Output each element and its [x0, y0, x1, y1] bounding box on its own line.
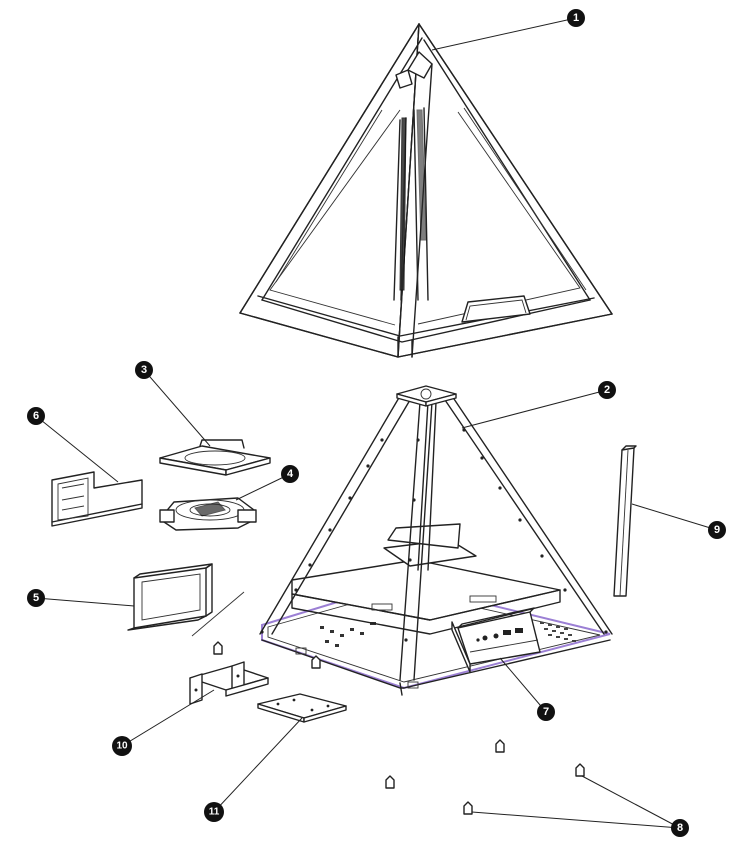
io-panel [451, 607, 541, 673]
drive-cage [189, 661, 269, 705]
callout-number: 2 [604, 384, 610, 396]
callout-8: 8 [671, 819, 689, 837]
callout-10: 10 [112, 736, 132, 756]
callout-number: 8 [677, 822, 683, 834]
callout-badge [27, 589, 45, 607]
callout-badge [537, 703, 555, 721]
callout-number: 6 [33, 410, 39, 422]
callout-number: 11 [209, 807, 220, 818]
callout-6: 6 [27, 407, 45, 425]
guide-line [191, 591, 245, 637]
callout-number: 1 [573, 12, 579, 24]
callout-number: 10 [116, 741, 128, 752]
callout-badge [112, 736, 132, 756]
callout-badge [567, 9, 585, 27]
callout-3: 3 [135, 361, 153, 379]
callout-number: 9 [714, 524, 720, 536]
pyramid-frame [259, 385, 613, 696]
callout-badge [27, 407, 45, 425]
callout-1: 1 [567, 9, 585, 27]
callout-number: 3 [141, 364, 147, 376]
callout-badge [135, 361, 153, 379]
callout-badge [598, 381, 616, 399]
callout-2: 2 [598, 381, 616, 399]
fan-bracket [159, 439, 271, 476]
callout-5: 5 [27, 589, 45, 607]
callout-4: 4 [281, 465, 299, 483]
mounting-bracket [127, 563, 213, 631]
callout-11: 11 [204, 802, 224, 822]
callout-badge [708, 521, 726, 539]
drive-tray [257, 693, 347, 723]
callout-badge [671, 819, 689, 837]
callout-number: 7 [543, 706, 549, 718]
callout-number: 5 [33, 592, 39, 604]
callout-badge [281, 465, 299, 483]
rail [613, 445, 637, 597]
callout-7: 7 [537, 703, 555, 721]
callout-number: 4 [287, 468, 294, 480]
fan [159, 497, 257, 531]
callout-9: 9 [708, 521, 726, 539]
cover-panel [51, 471, 143, 527]
leader-lines [35, 17, 718, 829]
feet [213, 641, 585, 815]
callout-badge [204, 802, 224, 822]
pyramid-glass-shell [239, 23, 613, 358]
